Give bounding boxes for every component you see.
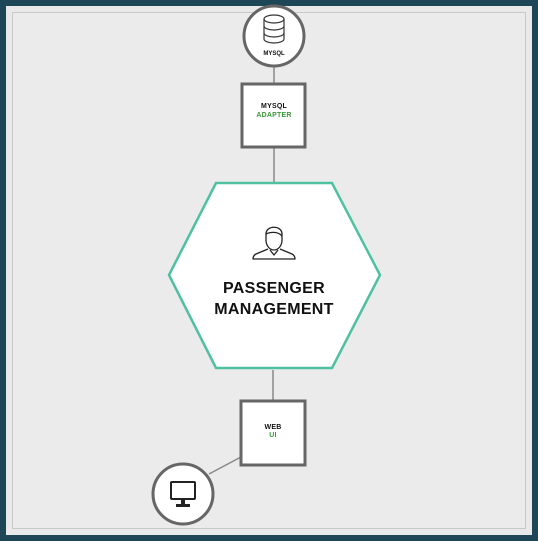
mysql-adapter-node xyxy=(240,82,307,149)
client-node xyxy=(151,462,215,526)
mysql-database-node xyxy=(242,4,306,68)
passenger-management-hexagon xyxy=(167,181,382,370)
web-ui-adapter-node xyxy=(239,399,307,467)
connector-web-client xyxy=(208,456,242,475)
person-icon xyxy=(252,226,296,260)
database-icon xyxy=(263,14,285,44)
monitor-icon xyxy=(170,481,196,507)
